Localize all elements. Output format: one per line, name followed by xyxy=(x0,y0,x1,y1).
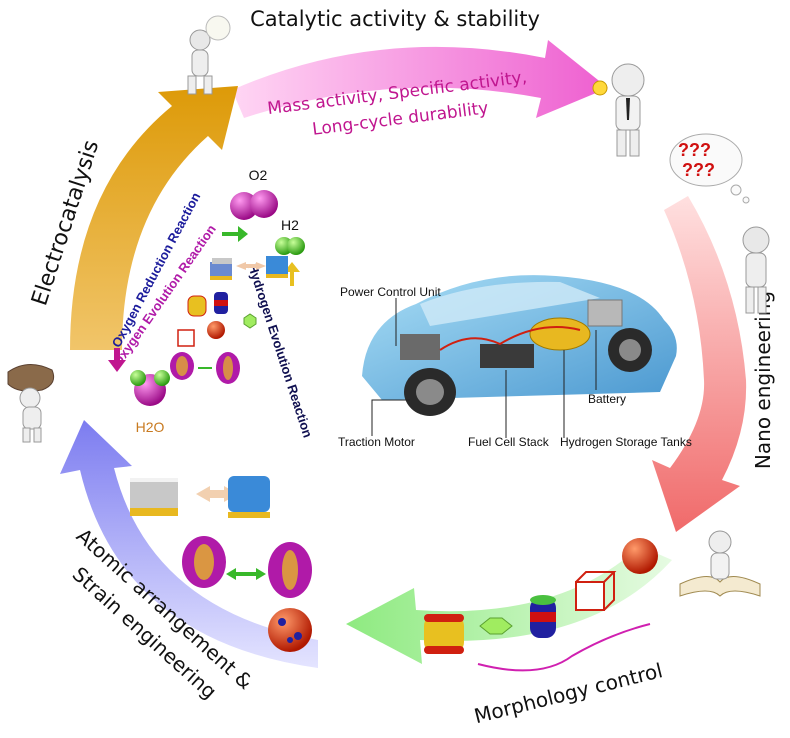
morphology-shapes xyxy=(424,538,658,672)
barrel-shape-icon xyxy=(187,295,207,317)
lattice-cluster-icon xyxy=(130,478,178,516)
hexagon-shape-icon xyxy=(479,617,513,635)
person-with-bulb-figure xyxy=(187,15,231,95)
traction-motor-label: Traction Motor xyxy=(338,435,415,449)
fuel-cell-stack-label: Fuel Cell Stack xyxy=(468,435,550,449)
magenta-curve xyxy=(477,623,651,672)
top-label: Catalytic activity & stability xyxy=(250,7,540,31)
h2o-label: H2O xyxy=(136,419,165,435)
right-label: Nano engineering xyxy=(751,291,775,469)
h2-molecule xyxy=(275,237,305,255)
her-label: Hydrogen Evolution Reaction xyxy=(245,262,316,440)
cube-shape-icon xyxy=(177,329,195,347)
green-arrow xyxy=(222,226,248,242)
battery-part xyxy=(587,299,623,327)
double-arrow xyxy=(196,486,238,502)
alloy-particle-icon xyxy=(182,536,226,588)
barrel-shape-icon xyxy=(424,614,464,654)
fuel-cell-car xyxy=(362,275,677,416)
battery-label: Battery xyxy=(588,392,626,406)
lattice-cluster-icon xyxy=(228,476,270,518)
light-bulb-icon xyxy=(592,80,608,96)
alloy-particle-icon xyxy=(170,352,194,380)
light-bulb-icon xyxy=(205,15,231,41)
o2-label: O2 xyxy=(249,167,268,183)
h2-label: H2 xyxy=(281,217,299,233)
red-nanoparticle-cluster-icon xyxy=(268,608,312,652)
bottom-cycle-arrow xyxy=(346,546,672,664)
bottom-left-line1: Atomic arrangement & xyxy=(72,523,258,694)
presenter-figure xyxy=(592,63,645,157)
atomic-arrangement-icons xyxy=(130,476,312,652)
sphere-shape-icon xyxy=(622,538,658,574)
double-arrow xyxy=(236,262,266,270)
sphere-shape-icon xyxy=(207,321,225,339)
cube-shape-icon xyxy=(575,571,617,611)
right-cycle-arrow xyxy=(652,196,747,532)
h2o-molecule xyxy=(130,370,170,406)
svg-text:???: ??? xyxy=(678,140,711,160)
fuel-cell-stack-part xyxy=(480,344,534,368)
lattice-cluster-icon xyxy=(266,256,288,278)
reading-figure xyxy=(679,530,761,597)
carrying-figure xyxy=(7,364,55,443)
hydrogen-storage-tanks-label: Hydrogen Storage Tanks xyxy=(560,435,692,449)
power-control-unit-part xyxy=(400,334,440,360)
green-double-arrow xyxy=(226,568,266,580)
hexagon-shape-icon xyxy=(243,313,257,329)
power-control-unit-label: Power Control Unit xyxy=(340,285,441,299)
striped-barrel-icon xyxy=(530,595,556,638)
hydrogen-tank-part xyxy=(529,317,591,351)
o2-molecule xyxy=(230,190,278,220)
thinking-figure xyxy=(742,226,770,314)
magenta-down-arrow xyxy=(108,348,126,372)
car-leader-lines xyxy=(371,298,597,438)
alloy-particle-icon xyxy=(268,542,312,598)
alloy-particle-icon xyxy=(216,352,240,384)
electrocatalysis-arrow xyxy=(70,86,238,350)
question-cloud-icon: ??? ??? xyxy=(669,133,750,204)
lattice-cluster-icon xyxy=(210,258,232,280)
top-cycle-arrow xyxy=(232,40,608,118)
svg-text:???: ??? xyxy=(682,160,715,180)
